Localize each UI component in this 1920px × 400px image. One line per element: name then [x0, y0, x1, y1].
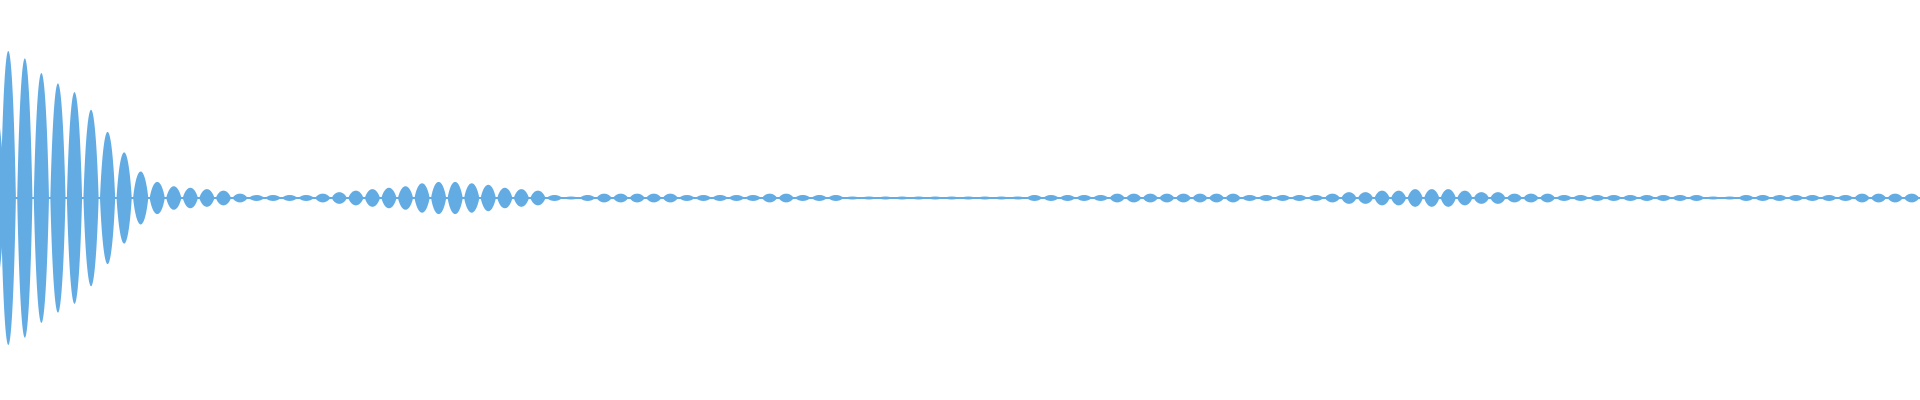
waveform-bursts: [0, 51, 1920, 345]
waveform-baseline: [0, 197, 1920, 199]
